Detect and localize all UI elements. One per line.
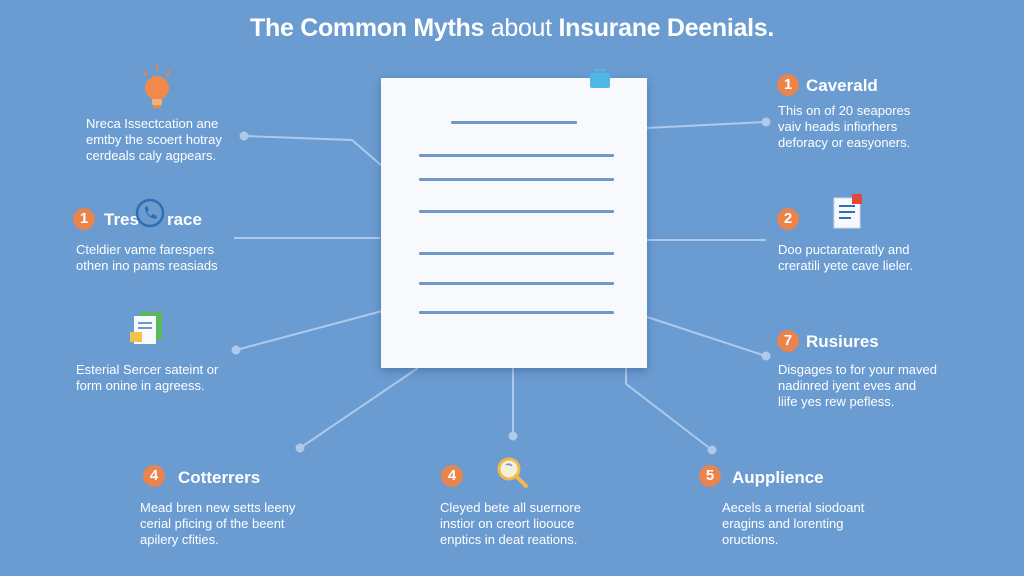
- connector-dot: [761, 351, 771, 361]
- desc-line: Esterial Sercer sateint or: [76, 362, 219, 377]
- desc-line: Mead bren new setts leeny: [140, 500, 296, 515]
- left-item-3-description: Esterial Sercer sateint or form onine in…: [76, 362, 218, 394]
- desc-line: othen ino pams reasiads: [76, 258, 218, 273]
- title-connector: about: [490, 14, 552, 42]
- connector-right-1: [645, 121, 767, 129]
- heading-tail: race: [166, 210, 202, 229]
- connector-dot: [508, 431, 518, 441]
- right-item-2-description: Doo puctarateratly and creratili yete ca…: [778, 242, 913, 274]
- right-item-1-description: This on of 20 seapores vaiv heads infior…: [778, 103, 910, 151]
- desc-line: Cteldier vame farespers: [76, 242, 214, 257]
- phone-icon: [135, 198, 165, 228]
- central-document: [381, 78, 647, 368]
- right-item-3-heading: Rusiures: [806, 332, 879, 351]
- desc-line: creratili yete cave lieler.: [778, 258, 914, 273]
- magnifier-icon: [497, 457, 528, 488]
- bottom-item-3-badge: 5: [699, 465, 721, 487]
- desc-line: cerial pficing of the beent: [140, 516, 285, 531]
- connector-bottom-right-b: [625, 383, 713, 451]
- bottom-item-1-badge: 4: [143, 465, 165, 487]
- document-line: [419, 210, 614, 213]
- title-end: Insurane Deenials.: [558, 14, 774, 42]
- document-line: [419, 311, 614, 314]
- document-line: [419, 154, 614, 157]
- left-item-1-description: Nreca Issectcation ane emtby the scoert …: [86, 116, 222, 164]
- bottom-item-1-heading: Cotterrers: [178, 468, 261, 487]
- document-line: [419, 178, 614, 181]
- desc-line: This on of 20 seapores: [778, 103, 911, 118]
- desc-line: oructions.: [722, 532, 779, 547]
- connector-left-1: [243, 135, 353, 141]
- title-main: The Common Myths: [250, 14, 485, 42]
- connector-right-3: [643, 315, 767, 357]
- desc-line: Aecels a rnerial siodoant: [722, 500, 865, 515]
- connector-dot: [231, 345, 241, 355]
- right-item-3-badge: 7: [777, 330, 799, 352]
- desc-line: Disgages to for your maved: [778, 362, 937, 377]
- document-line: [419, 252, 614, 255]
- bottom-item-3-heading: Aupplience: [732, 468, 824, 487]
- checklist-icon: [833, 194, 862, 229]
- bottom-item-2-badge: 4: [441, 465, 463, 487]
- right-item-1-heading: Caverald: [806, 76, 878, 95]
- right-item-3-description: Disgages to for your maved nadinred iyen…: [778, 362, 937, 410]
- page-title: The Common Myths about Insurane Deenials…: [0, 14, 1024, 43]
- desc-line: Doo puctarateratly and: [778, 242, 910, 257]
- desc-line: vaiv heads infiorhers: [778, 119, 898, 134]
- connector-bottom-left: [299, 367, 419, 449]
- document-line: [451, 121, 577, 124]
- left-item-2-badge: 1: [73, 208, 95, 230]
- desc-line: Cleyed bete all suernore: [440, 500, 581, 515]
- desc-line: eragins and lorenting: [722, 516, 844, 531]
- desc-line: instior on creort lioouce: [440, 516, 575, 531]
- desc-line: apilery cfities.: [140, 532, 219, 547]
- desc-line: liife yes rew pefless.: [778, 394, 895, 409]
- desc-line: Nreca Issectcation ane: [86, 116, 219, 131]
- desc-line: emtby the scoert hotray: [86, 132, 222, 147]
- bottom-item-1-description: Mead bren new setts leeny cerial pficing…: [140, 500, 295, 548]
- briefcase-clip-icon: [590, 69, 610, 88]
- left-item-2-description: Cteldier vame farespers othen ino pams r…: [76, 242, 218, 274]
- connector-dot: [761, 117, 771, 127]
- connector-dot: [707, 445, 717, 455]
- desc-line: nadinred iyent eves and: [778, 378, 917, 393]
- connector-dot: [295, 443, 305, 453]
- heading-text: Tres: [104, 210, 139, 229]
- right-item-1-badge: 1: [777, 74, 799, 96]
- bottom-item-3-description: Aecels a rnerial siodoant eragins and lo…: [722, 500, 864, 548]
- desc-line: form onine in agreess.: [76, 378, 205, 393]
- connector-left-1b: [351, 139, 383, 167]
- desc-line: deforacy or easyoners.: [778, 135, 911, 150]
- connector-left-3: [235, 309, 387, 351]
- bottom-item-2-description: Cleyed bete all suernore instior on creo…: [440, 500, 581, 548]
- left-item-2-heading: Tres race: [104, 210, 202, 230]
- right-item-2-badge: 2: [777, 208, 799, 230]
- document-icon: [130, 312, 162, 344]
- connector-dot: [239, 131, 249, 141]
- lightbulb-icon: [143, 64, 171, 108]
- desc-line: cerdeals caly agpears.: [86, 148, 217, 163]
- document-line: [419, 282, 614, 285]
- desc-line: enptics in deat reations.: [440, 532, 578, 547]
